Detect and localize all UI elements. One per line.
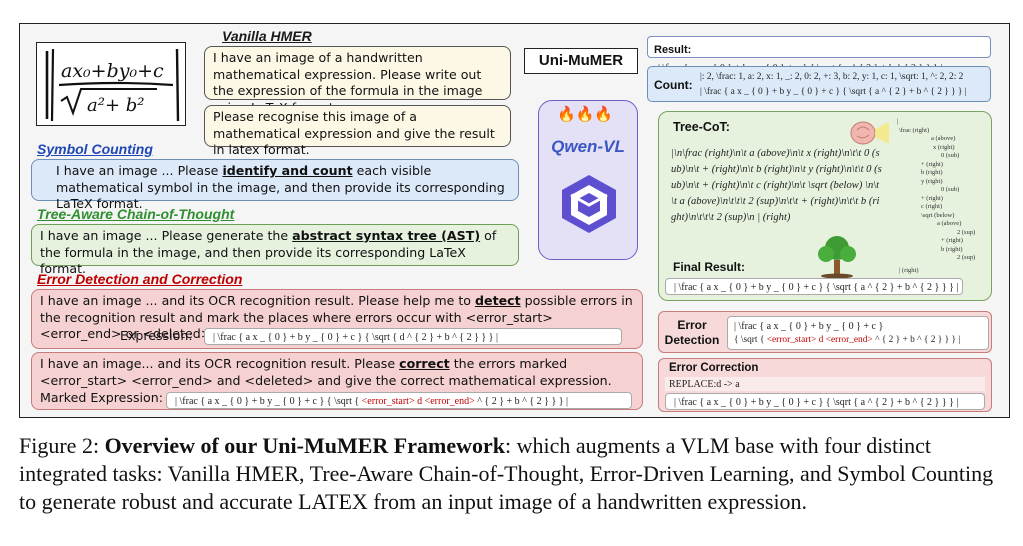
detection-line-2: { \sqrt { <error_start> d <error_end> ^ … [734,334,960,347]
tree-node: + (right) [921,194,943,202]
tree-prompt-post: of the formula in the image, and then pr… [40,228,497,276]
detection-line-1: | \frac { a x _ { 0 } + b y _ { 0 } + c … [734,321,884,332]
caption-bold: Overview of our Uni-MuMER Framework [104,433,505,458]
tree-node: | [897,118,899,125]
tree-cot-text: |\n\frac (right)\n\t a (above)\n\t x (ri… [671,148,882,223]
final-result-label: Final Result: [673,260,746,274]
tree-node: b (right) [941,245,963,253]
correction-label: Error Correction [669,362,759,374]
tree-node: 0 (sub) [941,186,960,193]
tree-node: a (above) [937,220,962,227]
tree-prompt-pre: I have an image ... Please generate the [40,228,293,243]
marked-expression-value: | \frac { a x _ { 0 } + b y _ { 0 } + c … [166,392,632,409]
tree-cot-prompt: I have an image ... Please generate the … [31,224,519,276]
expression-value: | \frac { a x _ { 0 } + b y _ { 0 } + c … [204,328,622,345]
qwen-logo-icon [562,175,616,233]
symbol-prompt-post: each visible mathematical symbol in the … [56,163,505,211]
handwritten-formula-icon: ax₀+by₀+c a²+ b² [45,48,180,122]
tree-node: x (right) [933,143,955,151]
handwritten-image: ax₀+by₀+c a²+ b² [36,42,186,126]
svg-text:ax₀+by₀+c: ax₀+by₀+c [61,60,164,82]
marked-expr-a: | \frac { a x _ { 0 } + b y _ { 0 } + c … [175,396,362,407]
expression-label: Expression: [120,328,193,343]
tree-prompt-key: abstract syntax tree (AST) [292,228,481,243]
det-line2-b: ^ { 2 } + b ^ { 2 } } } | [872,335,961,345]
detect-prompt-pre: I have an image ... and its OCR recognit… [40,293,476,308]
error-detection-output: Error Detection | \frac { a x _ { 0 } + … [658,311,992,353]
tree-node: + (right) [921,160,943,168]
tree-node: + (right) [941,237,963,244]
marked-expr-b: ^ { 2 } + b ^ { 2 } } } | [474,396,569,407]
det-line2-a: { \sqrt { [734,335,767,345]
det-line2-error: <error_start> d <error_end> [766,335,873,345]
brain-icon [850,121,889,145]
caption-prefix: Figure 2: [19,433,105,458]
qwen-vl-name: Qwen-VL [551,137,625,156]
correct-prompt-pre: I have an image... and its OCR recogniti… [40,356,400,371]
symbol-counting-prompt: I have an image ... Please identify and … [31,159,519,211]
marked-expression-label: Marked Expression: [40,390,163,405]
tree-cot-label: Tree-CoT: [673,120,730,134]
qwen-vl-model: 🔥🔥🔥 Qwen-VL [538,100,638,260]
tree-column: | \frac (right) a (above) x (right) 0 (s… [867,118,983,278]
count-line-1: |: 2, \frac: 1, a: 2, x: 1, _: 2, 0: 2, … [700,72,964,82]
vanilla-prompt-1: I have an image of a handwritten mathema… [204,46,511,115]
count-label: Count: [654,78,693,92]
uni-mumer-title: Uni-MuMER [538,52,624,69]
tree-node: b (right) [921,169,943,176]
detect-prompt-key: detect [475,293,521,308]
uni-mumer-title-box: Uni-MuMER [524,48,638,74]
tree-node: c (right) [921,203,943,210]
symbol-counting-title: Symbol Counting [37,141,153,157]
tree-node: \frac (right) [899,126,930,134]
count-line-2: | \frac { a x _ { 0 } + b y _ { 0 } + c … [700,87,967,97]
detection-value-box: | \frac { a x _ { 0 } + b y _ { 0 } + c … [727,316,989,350]
tree-node: | (right) [899,266,919,274]
marked-expr-error: <error_start> d <error_end> [361,396,475,407]
correction-replace: REPLACE:d -> a [665,377,985,391]
result-label: Result: [654,44,692,56]
symbol-prompt-pre: I have an image ... Please [56,163,223,178]
detection-label-2: Detection [664,333,720,347]
tree-node: 0 (sub) [941,152,960,159]
detect-prompt-post: possible errors in the recognition resul… [40,293,633,341]
count-box: Count: |: 2, \frac: 1, a: 2, x: 1, _: 2,… [647,66,991,102]
error-correction-output: Error Correction REPLACE:d -> a | \frac … [658,358,992,412]
tree-node: 2 (sup) [957,228,976,236]
tree-node: \sqrt (below) [921,211,955,219]
svg-text:a²+ b²: a²+ b² [87,95,145,116]
fire-icon: 🔥🔥🔥 [557,106,614,123]
correct-prompt-key: correct [399,356,450,371]
tree-node: a (above) [931,135,956,142]
detection-label-1: Error [677,318,707,332]
tree-icon [818,236,856,278]
symbol-prompt-key: identify and count [222,163,353,178]
final-result-value: | \frac { a x _ { 0 } + b y _ { 0 } + c … [665,278,963,295]
tree-cot-title: Tree-Aware Chain-of-Thought [37,206,235,222]
vanilla-hmer-title: Vanilla HMER [222,28,312,44]
figure-caption: Figure 2: Overview of our Uni-MuMER Fram… [19,432,1013,516]
correct-prompt-post: the errors marked <error_start> <error_e… [40,356,612,388]
error-title: Error Detection and Correction [37,271,243,287]
result-box: Result: | \frac { a x _ { 0 } + b y _ { … [647,36,991,74]
caption-rest: : which augments a VLM base with four di… [19,433,994,514]
tree-node: y (right) [921,177,943,185]
tree-cot-output: Tree-CoT: |\n\frac (right)\n\t a (above)… [658,111,992,301]
correction-result: | \frac { a x _ { 0 } + b y _ { 0 } + c … [665,393,985,410]
vanilla-prompt-2: Please recognise this image of a mathema… [204,105,511,157]
tree-node: 2 (sup) [957,254,976,261]
